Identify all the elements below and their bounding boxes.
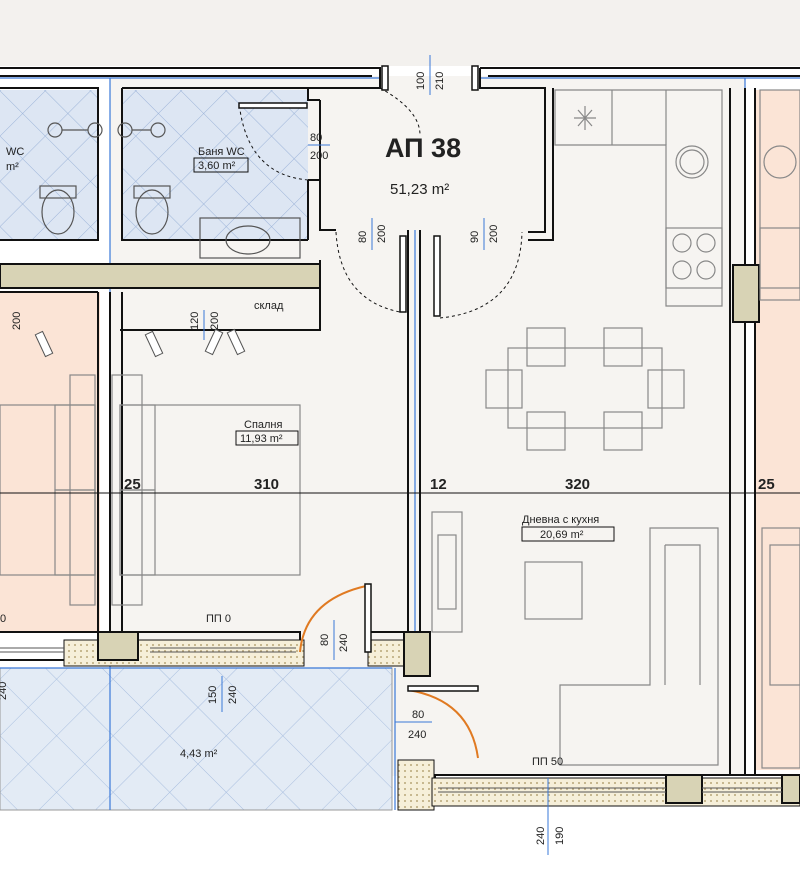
bottom-dim-h: 240 [535, 827, 547, 845]
bath-tiles [122, 90, 308, 240]
corr-door1-h: 200 [376, 225, 388, 243]
terrace-area: 4,43 m² [180, 748, 218, 760]
wc-left-name: WC [6, 146, 24, 158]
bath-door-h: 200 [310, 150, 328, 162]
column-2 [403, 631, 431, 677]
column-4 [665, 774, 703, 804]
terrace-w: 150 [207, 686, 219, 704]
door-swings [239, 87, 523, 319]
terrace [0, 668, 392, 810]
bal-door1-w: 80 [319, 634, 331, 646]
left-door-h: 200 [11, 312, 23, 330]
corr-door2-h: 200 [488, 225, 500, 243]
living-sill: ПП 50 [532, 756, 563, 768]
living-area: 20,69 m² [540, 529, 584, 541]
top-door-w: 100 [415, 72, 427, 90]
wc-left-tiles [0, 90, 98, 240]
top-strip [0, 0, 800, 66]
insulation-2 [367, 639, 409, 667]
span-right: 25 [758, 476, 775, 493]
span-mid: 12 [430, 476, 447, 493]
living-furniture [431, 511, 719, 766]
bed-right [111, 374, 301, 606]
bath-area: 3,60 m² [198, 160, 236, 172]
bath-area-box [193, 157, 249, 173]
left-flat-fill [0, 292, 100, 632]
top-door-h: 210 [434, 72, 446, 90]
bedroom-area-box [235, 430, 299, 446]
storage-name: склад [254, 300, 284, 312]
bal-door2-h: 240 [408, 729, 426, 741]
balcony-door-leaf-1 [364, 583, 372, 653]
corr-door2-w: 90 [469, 231, 481, 243]
column-1 [97, 631, 139, 661]
dim-ticks [203, 55, 549, 855]
door-leaves [238, 65, 479, 317]
bath-door-w: 80 [310, 132, 322, 144]
bottom-dim-w: 190 [554, 827, 566, 845]
right-flat-furniture [759, 89, 800, 769]
wardrobe-doors [34, 328, 246, 358]
bedroom-name: Спалня [244, 419, 283, 431]
living-name: Дневна с кухня [522, 514, 599, 526]
living-area-box [521, 526, 615, 542]
balcony-door-leaf-2 [407, 685, 479, 692]
terrace-h: 240 [227, 686, 239, 704]
corr-door1-w: 80 [357, 231, 369, 243]
left-sill: 0 [0, 613, 6, 625]
apartment-area: 51,23 m² [390, 181, 449, 198]
bed-door-w: 120 [189, 312, 201, 330]
bath-name: Баня WC [198, 146, 245, 158]
span-left: 25 [124, 476, 141, 493]
kitchen [554, 89, 723, 307]
bed-left [0, 374, 96, 606]
span-bed: 310 [254, 476, 279, 493]
span-living: 320 [565, 476, 590, 493]
bath-fixtures [39, 122, 301, 259]
insulation-3 [397, 759, 435, 811]
bed-door-h: 200 [209, 312, 221, 330]
apartment-name: АП 38 [385, 133, 461, 163]
left-edge-dim: 240 [0, 682, 9, 700]
beam [0, 263, 321, 289]
wc-left-area: m² [6, 161, 19, 173]
dining-set [485, 327, 685, 451]
column-5 [781, 774, 800, 804]
bed-sill: ПП 0 [206, 613, 231, 625]
bal-door1-h: 240 [338, 634, 350, 652]
bedroom-area: 11,93 m² [240, 433, 283, 445]
column-3 [732, 264, 760, 323]
windows [0, 647, 782, 793]
bal-door2-w: 80 [412, 709, 424, 721]
